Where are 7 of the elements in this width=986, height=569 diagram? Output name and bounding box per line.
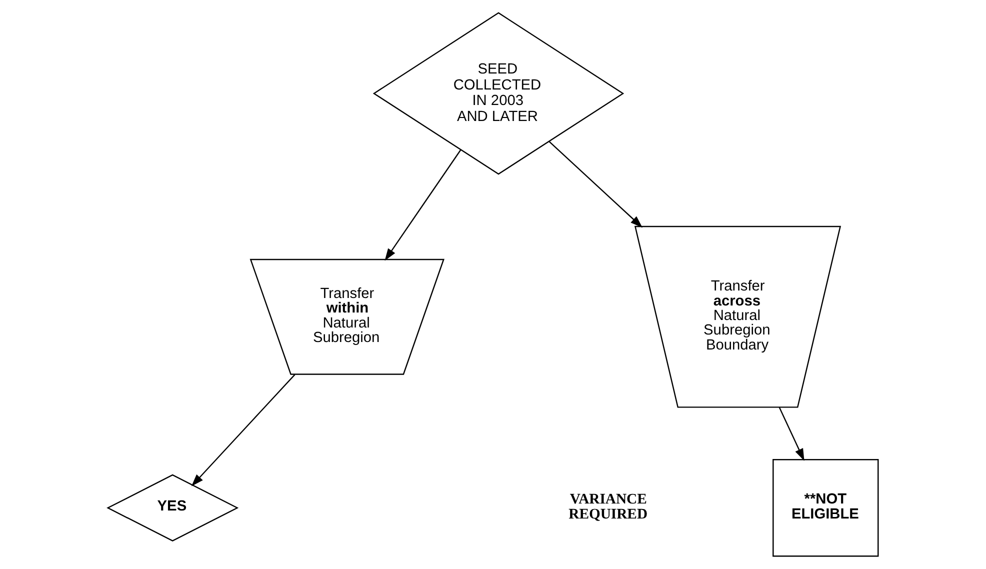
node-diamond: SEED COLLECTED IN 2003 AND LATER bbox=[372, 12, 624, 175]
label: VARIANCE REQUIRED bbox=[568, 492, 648, 522]
node-box: **NOT ELIGIBLE bbox=[772, 459, 879, 557]
arrow bbox=[548, 141, 643, 228]
arrow bbox=[778, 407, 804, 461]
arrow bbox=[191, 374, 296, 486]
arrow bbox=[384, 150, 462, 261]
